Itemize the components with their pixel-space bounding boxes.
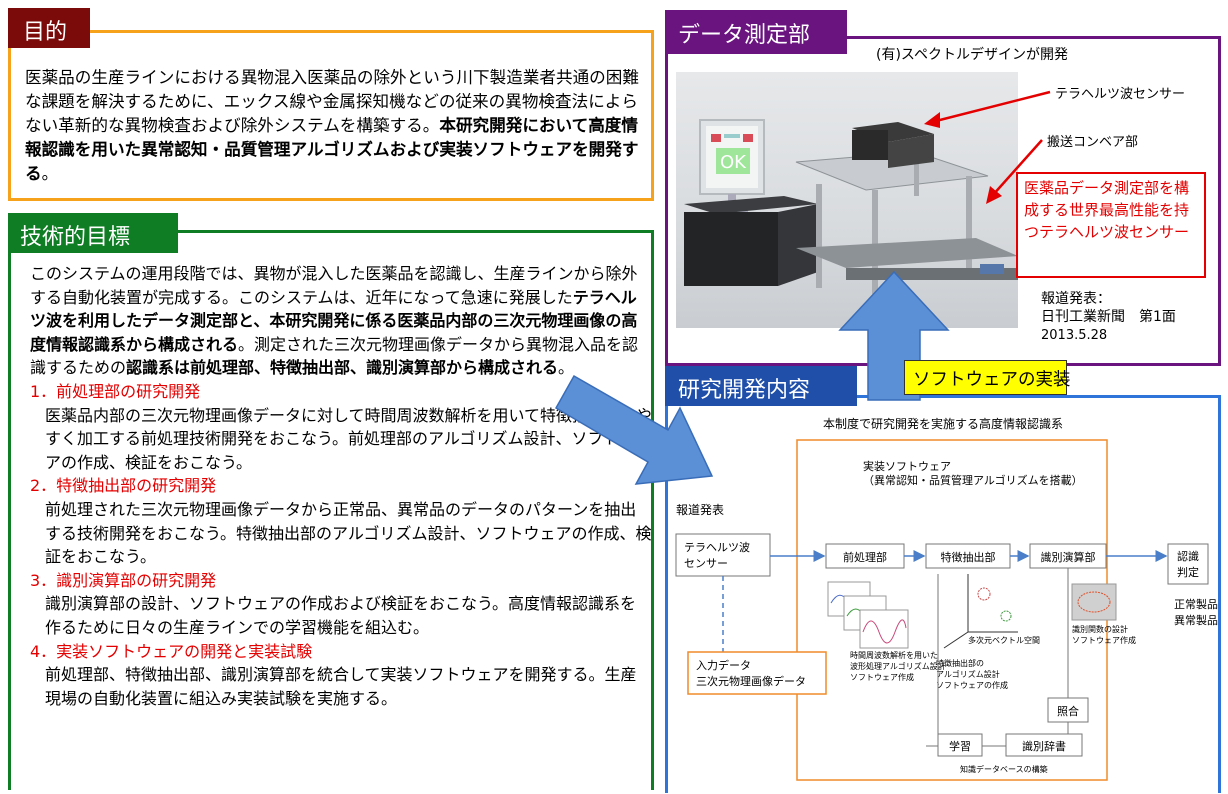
dict-label: 識別辞書 <box>1022 739 1066 753</box>
press-date: 2013.5.28 <box>1041 328 1108 343</box>
press-title: 報道発表： <box>1041 291 1111 307</box>
impl-box-sub: （異常認知・品質管理アルゴリズムを搭載） <box>863 473 1083 487</box>
device-illustration: OK <box>684 119 1018 294</box>
section-title: 3．識別演算部の研究開発 <box>30 570 217 590</box>
purpose-text: 医薬品の生産ラインにおける異物混入医薬品の除外という川下製造業者共通の困難な課題… <box>25 66 650 186</box>
feature-note-1: 特徴抽出部の <box>936 658 984 668</box>
section-body: 前処理された三次元物理画像データから正常品、異常品のデータのパターンを抽出する技… <box>45 499 652 567</box>
vector-space-label: 多次元ベクトル空間 <box>968 635 1040 645</box>
diagram-title: 本制度で研究開発を実施する高度情報認識系 <box>823 416 1063 431</box>
tech-intro-end: 。 <box>558 358 575 378</box>
preprocess-note-1: 時間周波数解析を用いた <box>850 650 938 660</box>
feature-note-3: ソフトウェアの作成 <box>936 680 1008 690</box>
section-body: 前処理部、特徴抽出部、識別演算部を統合して実装ソフトウェアを開発する。生産現場の… <box>45 665 637 708</box>
sensor-box <box>675 533 771 577</box>
tech-section-4: 4．実装ソフトウェアの開発と実装試験 前処理部、特徴抽出部、識別演算部を統合して… <box>30 640 652 711</box>
purpose-text-normal: 医薬品の生産ラインにおける異物混入医薬品の除外という川下製造業者共通の困難な課題… <box>25 68 639 135</box>
rd-content-panel <box>665 395 1221 793</box>
impl-box-title: 実装ソフトウェア <box>863 459 951 473</box>
input-data-box <box>687 651 827 695</box>
sensor-label: テラヘルツ波センサー <box>1055 87 1186 102</box>
recognition-system-diagram: 本制度で研究開発を実施する高度情報認識系 実装ソフトウェア （異常認知・品質管理… <box>675 416 1218 781</box>
abnormal-product-label: 異常製品 <box>1174 613 1218 627</box>
learn-box <box>937 733 983 757</box>
ident-note-2: ソフトウェア作成 <box>1072 635 1136 645</box>
input-data-line1: 入力データ <box>696 658 751 672</box>
judge-line2: 判定 <box>1177 565 1199 579</box>
tech-intro: このシステムの運用段階では、異物が混入した医薬品を認識し、生産ラインから除外する… <box>30 262 652 380</box>
data-measurement-tab: データ測定部 <box>665 10 847 54</box>
sensor-box-line1: テラヘルツ波 <box>684 541 750 554</box>
sensor-box-line2: センサー <box>684 557 728 570</box>
developer-label: (有)スペクトルデザインが開発 <box>876 47 1068 63</box>
preprocess-label: 前処理部 <box>843 550 887 564</box>
section-title: 4．実装ソフトウェアの開発と実装試験 <box>30 641 313 661</box>
tech-goals-panel <box>8 230 654 790</box>
section-body: 識別演算部の設計、ソフトウェアの作成および検証をおこなう。高度情報認識系を作るた… <box>45 594 637 637</box>
feature-note-2: アルゴリズム設計 <box>936 669 1000 679</box>
purpose-text-end: 。 <box>41 164 59 183</box>
match-label: 照合 <box>1057 704 1079 718</box>
preprocess-note-3: ソフトウェア作成 <box>850 672 914 682</box>
press-paper: 日刊工業新聞 第1面 <box>1041 309 1176 325</box>
device-photo: OK <box>676 72 1018 328</box>
input-data-line2: 三次元物理画像データ <box>696 674 806 688</box>
tech-section-3: 3．識別演算部の研究開発 識別演算部の設計、ソフトウェアの作成および検証をおこな… <box>30 569 652 640</box>
ident-box <box>1029 543 1107 569</box>
normal-product-label: 正常製品 <box>1174 597 1218 611</box>
feature-label: 特徴抽出部 <box>941 550 996 564</box>
judge-box <box>1167 543 1209 585</box>
judge-line1: 認識 <box>1177 549 1199 563</box>
tech-goals-text: このシステムの運用段階では、異物が混入した医薬品を認識し、生産ラインから除外する… <box>30 262 652 710</box>
ident-label: 識別演算部 <box>1041 550 1096 564</box>
preprocess-note-2: 波形処理アルゴリズム設計 <box>850 661 946 671</box>
conveyor-label: 搬送コンベア部 <box>1047 135 1139 150</box>
screen-ok-text: OK <box>720 152 747 173</box>
knowledge-base-label: 知識データベースの構築 <box>960 764 1048 774</box>
tech-intro-2: 。測定された三次元物理画像データから異物混入品を認識するための <box>30 334 639 378</box>
software-implementation-label: ソフトウェアの実装 <box>904 360 1071 395</box>
tech-intro-bold-1: テラヘルツ波を利用したデータ測定部と、本研究開発に係る医薬品内部の三次元物理画像… <box>30 287 638 354</box>
sensor-note-box: 医薬品データ測定部を構成する世界最高性能を持つテラヘルツ波センサー <box>1016 172 1206 278</box>
dict-box <box>1005 733 1083 757</box>
ident-note-1: 識別関数の設計 <box>1072 624 1128 634</box>
tech-section-1: 1．前処理部の研究開発 医薬品内部の三次元物理画像データに対して時間周波数解析を… <box>30 380 652 474</box>
purpose-tab: 目的 <box>8 8 90 48</box>
tech-section-2: 2．特徴抽出部の研究開発 前処理された三次元物理画像データから正常品、異常品のデ… <box>30 474 652 568</box>
section-title: 2．特徴抽出部の研究開発 <box>30 476 217 496</box>
purpose-panel <box>8 30 654 201</box>
tech-intro-1: このシステムの運用段階では、異物が混入した医薬品を認識し、生産ラインから除外する… <box>30 264 638 307</box>
learn-label: 学習 <box>949 739 971 753</box>
waveform-thumb-3 <box>859 609 909 649</box>
diagram-press-label: 報道発表 <box>676 503 724 517</box>
purpose-text-bold: 本研究開発において高度情報認識を用いた異常認知・品質管理アルゴリズムおよび実装ソ… <box>25 116 639 183</box>
tech-goals-tab: 技術的目標 <box>8 213 178 253</box>
section-body: 医薬品内部の三次元物理画像データに対して時間周波数解析を用いて特徴抽出をしやすく… <box>45 405 652 472</box>
section-title: 1．前処理部の研究開発 <box>30 381 201 401</box>
ident-thumb <box>1071 583 1117 621</box>
tech-intro-bold-2: 認識系は前処理部、特徴抽出部、識別演算部から構成される <box>126 358 559 378</box>
match-box <box>1047 697 1089 723</box>
